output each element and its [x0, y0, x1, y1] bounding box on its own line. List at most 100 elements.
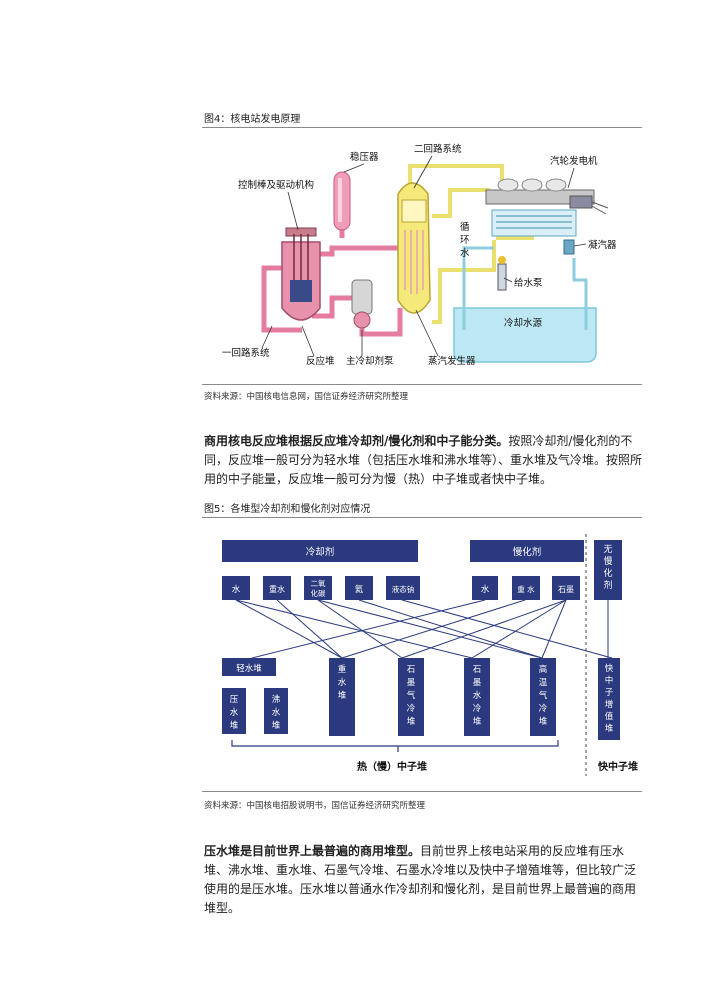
graphite-gas-reactor-box [398, 658, 424, 736]
bwr-box [264, 688, 288, 734]
figure5-top-rule [202, 517, 642, 518]
graphite-water-reactor-4: 冷 [473, 703, 482, 714]
figure5-source: 资料来源：中国核电招股说明书，国信证券经济研究所整理 [204, 801, 426, 811]
htgr-5: 堆 [539, 716, 548, 727]
bwr-3: 堆 [272, 720, 281, 731]
reactor-vessel [281, 227, 321, 321]
turbine-generator-label: 汽轮发电机 [550, 155, 598, 167]
connection-lines [235, 599, 613, 659]
heavy-water-reactor-2: 水 [338, 677, 347, 688]
steam-generator-label: 蒸汽发生器 [428, 355, 476, 367]
npp-diagram: 稳压器 二回路系统 汽轮发电机 控制棒及驱动机构 循 环 水 凝汽器 给水泵 冷… [222, 143, 617, 367]
pwr-2: 水 [230, 707, 239, 718]
condenser-label: 凝汽器 [588, 239, 617, 251]
coolant-box-helium [345, 576, 373, 600]
circulating-water-label-3: 水 [460, 247, 470, 259]
steam-generator [397, 182, 431, 314]
htgr-3: 气 [539, 690, 548, 701]
bwr-2: 水 [272, 707, 281, 718]
coolant-pump-label: 主冷却剂泵 [346, 355, 394, 367]
circulating-water-label-1: 循 [460, 221, 470, 233]
circulating-water-label-2: 环 [460, 235, 470, 246]
figure4-bottom-rule [202, 384, 642, 385]
paragraph2-lead: 压水堆是目前世界上最普遍的商用堆型。 [204, 844, 421, 858]
circulating-water-pipes [462, 246, 588, 330]
coolant-header-box [222, 540, 418, 562]
heavy-water-reactor-box [329, 658, 355, 736]
graphite-water-reactor-2: 墨 [473, 678, 482, 688]
coolant-co2-line2: 化碳 [311, 588, 326, 598]
figure4-source: 资料来源：中国核电信息网，国信证券经济研究所整理 [204, 392, 409, 402]
coolant-pump [351, 279, 373, 329]
fast-reactor-label: 快中子堆 [597, 760, 638, 773]
figure4-top-rule [202, 127, 642, 128]
graphite-water-reactor-5: 堆 [473, 716, 482, 727]
coolant-box-heavy-water [263, 576, 291, 600]
moderator-box-heavy-water [512, 576, 540, 600]
paragraph1-lead: 商用核电反应堆根据反应堆冷却剂/慢化剂和中子能分类。 [204, 434, 509, 448]
fast-breeder-1: 快 [605, 663, 614, 674]
paragraph-pwr: 压水堆是目前世界上最普遍的商用堆型。目前世界上核电站采用的反应堆有压水堆、沸水堆… [204, 842, 644, 918]
pwr-box [222, 688, 246, 734]
htgr-2: 温 [539, 677, 548, 688]
moderator-header: 慢化剂 [513, 546, 542, 558]
primary-loop-label: 一回路系统 [222, 347, 270, 359]
feedwater-pump [497, 256, 507, 291]
moderator-box-water [472, 576, 498, 600]
paragraph-reactor-classification: 商用核电反应堆根据反应堆冷却剂/慢化剂和中子能分类。按照冷却剂/慢化剂的不同，反… [204, 432, 644, 489]
graphite-water-reactor-box [464, 658, 490, 736]
coolant-box-co2 [304, 576, 332, 600]
graphite-water-reactor-1: 石 [473, 665, 482, 675]
figure4-caption: 图4：核电站发电原理 [204, 114, 301, 125]
graphite-gas-reactor-5: 堆 [407, 716, 416, 727]
thermal-brace [231, 740, 559, 752]
no-moderator-box [594, 540, 622, 600]
no-moderator-1: 无 [603, 544, 612, 555]
thermal-reactor-label: 热（慢）中子堆 [357, 760, 427, 773]
feedwater-pump-label: 给水泵 [514, 277, 543, 289]
pwr-1: 压 [230, 695, 239, 705]
pressurizer-vessel [333, 171, 351, 231]
condenser [491, 209, 577, 255]
moderator-water: 水 [481, 584, 490, 595]
paragraph1-body: 按照冷却剂/慢化剂的不同，反应堆一般可分为轻水堆（包括压水堆和沸水堆等）、重水堆… [204, 434, 643, 486]
htgr-1: 高 [539, 664, 548, 675]
coolant-header: 冷却剂 [306, 546, 335, 558]
fast-breeder-5: 值 [605, 711, 614, 722]
coolant-helium: 氦 [355, 584, 364, 595]
htgr-4: 冷 [539, 703, 548, 714]
no-moderator-4: 剂 [603, 579, 612, 591]
graphite-gas-reactor-3: 气 [407, 690, 416, 701]
paragraph2-body: 目前世界上核电站采用的反应堆有压水堆、沸水堆、重水堆、石墨气冷堆、石墨水冷堆以及… [204, 844, 637, 915]
graphite-gas-reactor-1: 石 [407, 665, 416, 675]
fast-breeder-2: 中 [605, 675, 614, 686]
htgr-box [530, 658, 556, 736]
moderator-heavy-water: 重 水 [517, 584, 535, 594]
no-moderator-2: 慢 [603, 555, 612, 567]
figure5-bottom-rule [202, 791, 642, 792]
coolant-box-sodium [386, 576, 420, 600]
pwr-3: 堆 [230, 720, 239, 731]
control-rods-label: 控制棒及驱动机构 [238, 179, 314, 191]
bwr-1: 沸 [272, 694, 281, 705]
coolant-co2-line1: 二氧 [311, 578, 326, 588]
no-moderator-3: 化 [603, 567, 612, 579]
heavy-water-reactor-3: 堆 [338, 690, 347, 701]
heavy-water-reactor-1: 重 [338, 664, 347, 675]
graphite-gas-reactor-4: 冷 [407, 703, 416, 714]
cooling-pool [453, 307, 597, 363]
coolant-heavy-water: 重水 [269, 584, 285, 594]
moderator-graphite: 石墨 [558, 585, 574, 594]
secondary-loop-label: 二回路系统 [414, 143, 462, 155]
figure5-caption: 图5：各堆型冷却剂和慢化剂对应情况 [204, 504, 371, 515]
coolant-water: 水 [232, 584, 241, 595]
coolant-box-water [222, 576, 250, 600]
light-water-reactor-box [222, 658, 276, 676]
coolant-sodium: 液态钠 [392, 584, 415, 594]
cooling-source-label: 冷却水源 [504, 317, 543, 329]
pressurizer-label: 稳压器 [350, 151, 379, 163]
fast-breeder-3: 子 [605, 688, 614, 698]
fast-breeder-box [598, 658, 620, 740]
moderator-header-box [470, 540, 584, 562]
light-water-reactor: 轻水堆 [236, 663, 262, 674]
